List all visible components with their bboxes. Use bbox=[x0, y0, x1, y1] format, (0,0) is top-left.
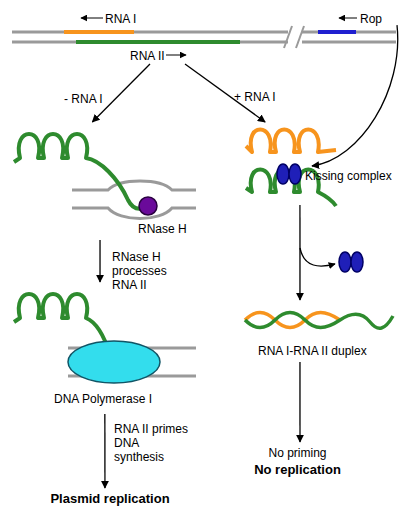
outcome-text: No priming No replication bbox=[235, 442, 360, 482]
plasmid-dna: RNA I RNA II Rop bbox=[8, 6, 397, 64]
rop-protein bbox=[289, 164, 301, 184]
enzyme-label: RNase H bbox=[138, 222, 187, 236]
rnase-h-complex: RNase H bbox=[10, 122, 196, 240]
polymerase-complex: DNA Polymerase I bbox=[10, 282, 196, 414]
flow-arrow bbox=[99, 240, 100, 282]
edge-label: - RNA I bbox=[64, 92, 103, 106]
rop-protein bbox=[351, 252, 363, 272]
direction-arrow bbox=[339, 18, 357, 19]
direction-arrow bbox=[166, 55, 186, 56]
rop-protein bbox=[277, 164, 289, 184]
dna-strand bbox=[302, 31, 396, 34]
edge-label: RNase H processes RNA II bbox=[112, 250, 174, 292]
flow-arrow bbox=[312, 25, 398, 166]
rna2-strand bbox=[245, 313, 393, 329]
flow-arrow bbox=[104, 414, 105, 488]
gene-label: RNA I bbox=[105, 12, 136, 26]
rna1-hairpins bbox=[246, 130, 336, 153]
rna2-gene bbox=[76, 40, 240, 44]
duplex-label: RNA I-RNA II duplex bbox=[258, 344, 367, 358]
rna-duplex: RNA I-RNA II duplex bbox=[240, 300, 395, 362]
kissing-complex: Kissing complex bbox=[245, 122, 312, 205]
outcome-label: No priming bbox=[235, 446, 360, 460]
dna-polymerase bbox=[68, 341, 160, 383]
enzyme-label: DNA Polymerase I bbox=[0, 392, 208, 406]
break-mark bbox=[296, 26, 304, 48]
rna2-hairpins bbox=[14, 134, 144, 209]
dna-strand bbox=[12, 31, 288, 34]
edge-label: + RNA I bbox=[234, 90, 276, 104]
complex-label: Kissing complex bbox=[305, 169, 392, 183]
flow-arrow bbox=[299, 362, 300, 442]
dna-strand bbox=[12, 41, 288, 44]
release-arrow bbox=[300, 248, 335, 266]
rop-gene bbox=[318, 30, 356, 34]
gene-label: Rop bbox=[360, 12, 382, 26]
edge-label: RNA II primes DNA synthesis bbox=[114, 422, 188, 464]
break-mark bbox=[284, 26, 292, 48]
rnase-h-enzyme bbox=[139, 197, 157, 215]
rop-protein bbox=[339, 252, 351, 272]
outcome-label: No replication bbox=[235, 463, 360, 477]
outcome-label: Plasmid replication bbox=[40, 492, 180, 506]
direction-arrow bbox=[81, 18, 103, 19]
outcome-text: Plasmid replication bbox=[40, 488, 180, 510]
flow-arrow bbox=[299, 205, 300, 300]
dna-strand bbox=[72, 181, 196, 190]
rna1-gene bbox=[64, 30, 134, 34]
gene-label: RNA II bbox=[130, 49, 165, 63]
dna-strand bbox=[302, 41, 396, 44]
